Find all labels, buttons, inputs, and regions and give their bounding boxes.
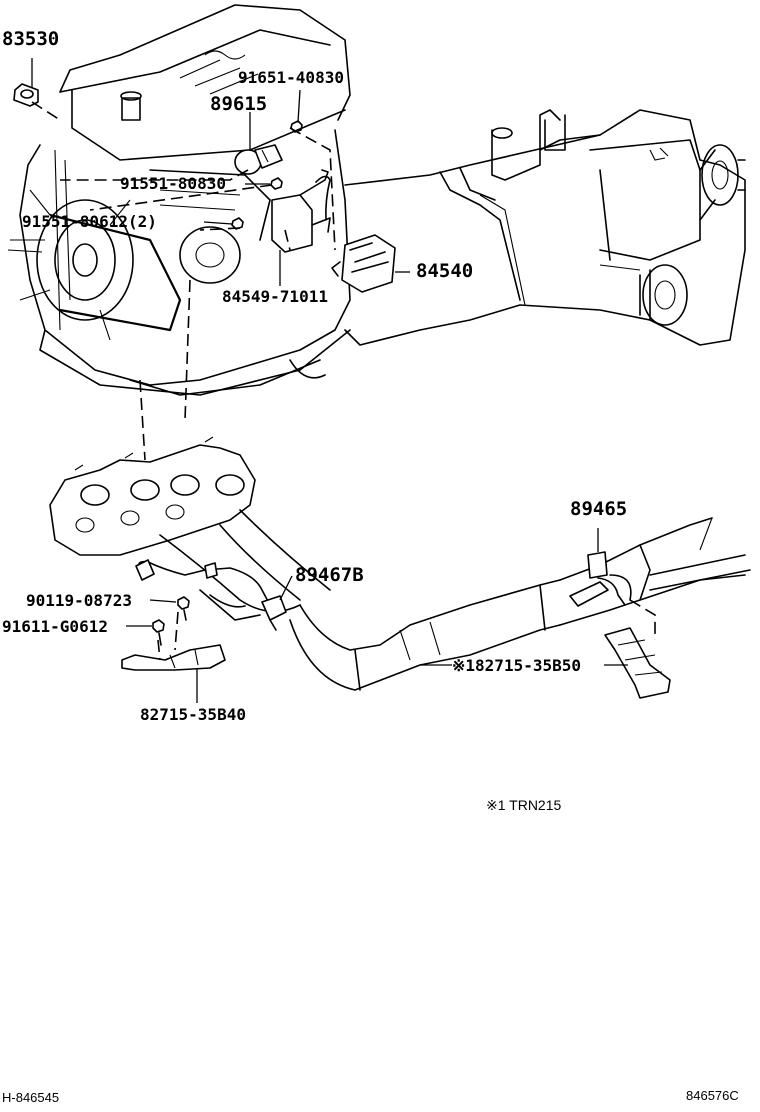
- engine-block-illustration: [7, 4, 351, 396]
- bolt-icon: [152, 619, 165, 646]
- front-oxygen-sensor-icon: [135, 559, 287, 631]
- leader-lines: [31, 58, 628, 703]
- applicability-note: ※1 TRN215: [486, 797, 562, 813]
- part-label-89465[interactable]: 89465: [570, 498, 628, 520]
- oxygen-sensor-icon: [569, 551, 632, 607]
- part-label-83530[interactable]: 83530: [2, 28, 60, 50]
- footer-left-code: H-846545: [2, 1090, 60, 1105]
- part-label-91551-80612[interactable]: 91551-80612(2): [22, 212, 157, 231]
- part-label-91651-40830[interactable]: 91651-40830: [238, 68, 344, 87]
- part-label-84540[interactable]: 84540: [416, 260, 474, 282]
- camshaft-sensor-icon: [234, 144, 283, 175]
- part-label-89615[interactable]: 89615: [210, 93, 268, 115]
- part-label-89467b[interactable]: 89467B: [295, 564, 364, 586]
- guide-lines: [31, 101, 656, 661]
- part-label-90119-08723[interactable]: 90119-08723: [26, 591, 132, 610]
- bracket-icon: [271, 169, 331, 253]
- exhaust-pipe-illustration: [289, 517, 751, 699]
- part-label-91551-80830[interactable]: 91551-80830: [120, 174, 226, 193]
- bracket-icon: [121, 644, 226, 671]
- bolt-icon: [177, 596, 190, 621]
- part-label-84549-71011[interactable]: 84549-71011: [222, 287, 328, 306]
- oil-pressure-switch-icon: [13, 83, 39, 107]
- neutral-start-switch-icon: [315, 175, 396, 293]
- part-label-82715-35b40[interactable]: 82715-35B40: [140, 705, 246, 724]
- part-label-182715-35b50[interactable]: ※182715-35B50: [452, 656, 581, 675]
- transmission-illustration: [344, 109, 746, 346]
- footer-right-code: 846576C: [686, 1088, 739, 1103]
- part-label-91611-g0612[interactable]: 91611-G0612: [2, 617, 108, 636]
- exhaust-manifold-illustration: [49, 436, 331, 621]
